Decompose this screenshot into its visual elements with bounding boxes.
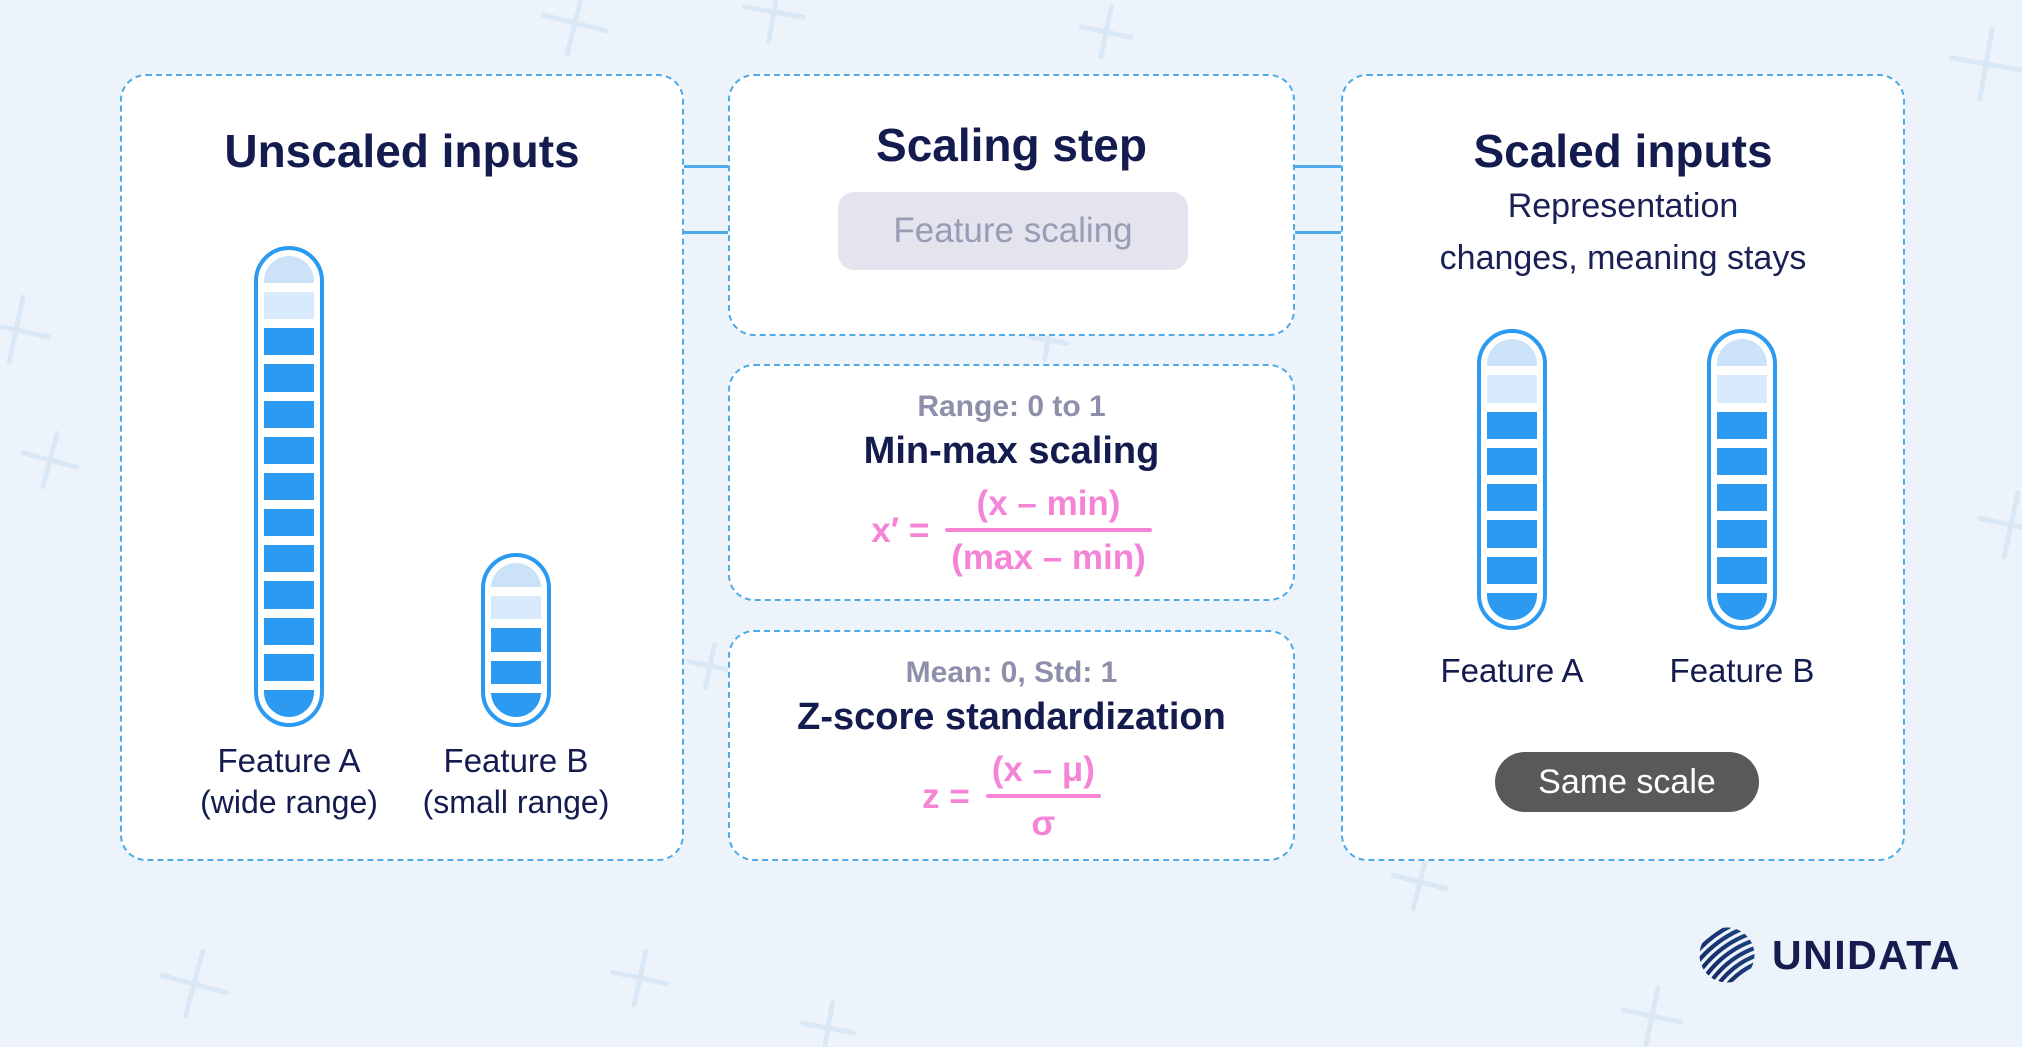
subtitle-line-2: changes, meaning stays bbox=[1439, 239, 1807, 277]
min-max-formula: x′ = (x – min) (max – min) bbox=[871, 486, 1152, 575]
z-score-formula-lhs: z = bbox=[922, 777, 970, 816]
globe-icon bbox=[1698, 926, 1756, 984]
feature-b-range-note: (small range) bbox=[422, 784, 610, 820]
min-max-scaling-box: Range: 0 to 1 Min-max scaling x′ = (x – … bbox=[728, 364, 1295, 601]
plus-decoration bbox=[1969, 483, 2022, 566]
min-max-name: Min-max scaling bbox=[863, 430, 1160, 472]
z-score-fraction: (x – μ) σ bbox=[985, 750, 1101, 843]
scaling-step-panel: Scaling step Feature scaling bbox=[728, 74, 1295, 336]
min-max-denominator: (max – min) bbox=[951, 538, 1146, 577]
plus-decoration bbox=[533, 0, 618, 65]
feature-scaling-chip: Feature scaling bbox=[838, 192, 1188, 270]
unscaled-inputs-panel: Unscaled inputs Feature A (wide range) F… bbox=[120, 74, 684, 861]
z-score-stats-note: Mean: 0, Std: 1 bbox=[905, 656, 1118, 689]
scaled-feature-b-label: Feature B bbox=[1669, 652, 1815, 689]
z-score-name: Z-score standardization bbox=[797, 696, 1226, 738]
fraction-bar bbox=[945, 528, 1152, 532]
scaled-feature-a-label: Feature A bbox=[1440, 652, 1584, 689]
scaled-panel-subtitle: Representation changes, meaning stays bbox=[1343, 180, 1903, 284]
scaled-inputs-panel: Scaled inputs Representation changes, me… bbox=[1341, 74, 1905, 861]
feature-a-label: Feature A bbox=[217, 742, 361, 779]
plus-decoration bbox=[13, 423, 86, 496]
fraction-bar bbox=[985, 794, 1101, 798]
connector-line bbox=[1294, 231, 1342, 234]
min-max-fraction: (x – min) (max – min) bbox=[945, 486, 1152, 575]
plus-decoration bbox=[737, 0, 811, 49]
plus-decoration bbox=[1073, 0, 1139, 65]
same-scale-badge: Same scale bbox=[1495, 752, 1759, 812]
feature-b-label: Feature B bbox=[443, 742, 589, 779]
plus-decoration bbox=[796, 996, 861, 1047]
feature-a-unscaled-thermometer bbox=[254, 246, 324, 727]
feature-a-scaled-thermometer bbox=[1477, 329, 1547, 630]
logo-wordmark: UNIDATA bbox=[1772, 931, 1961, 978]
connector-line bbox=[683, 231, 730, 234]
z-score-numerator: (x – μ) bbox=[991, 750, 1095, 789]
feature-b-unscaled-thermometer bbox=[481, 553, 551, 727]
plus-decoration bbox=[0, 287, 59, 372]
scaled-panel-title: Scaled inputs bbox=[1473, 125, 1773, 177]
plus-decoration bbox=[604, 942, 675, 1013]
feature-b-scaled-thermometer bbox=[1707, 329, 1777, 630]
min-max-numerator: (x – min) bbox=[976, 484, 1121, 523]
feature-a-range-note: (wide range) bbox=[200, 784, 378, 820]
connector-line bbox=[1294, 165, 1342, 168]
unscaled-panel-title: Unscaled inputs bbox=[224, 125, 580, 177]
plus-decoration bbox=[1942, 20, 2022, 108]
min-max-formula-lhs: x′ = bbox=[871, 511, 930, 550]
unidata-logo: UNIDATA bbox=[1698, 926, 1961, 984]
subtitle-line-1: Representation bbox=[1507, 187, 1739, 225]
min-max-range-note: Range: 0 to 1 bbox=[917, 390, 1106, 423]
scaling-step-title: Scaling step bbox=[876, 119, 1147, 171]
z-score-box: Mean: 0, Std: 1 Z-score standardization … bbox=[728, 630, 1295, 861]
z-score-denominator: σ bbox=[1031, 804, 1056, 843]
z-score-formula: z = (x – μ) σ bbox=[922, 752, 1101, 841]
connector-line bbox=[683, 165, 730, 168]
plus-decoration bbox=[1614, 978, 1690, 1047]
plus-decoration bbox=[150, 940, 238, 1028]
